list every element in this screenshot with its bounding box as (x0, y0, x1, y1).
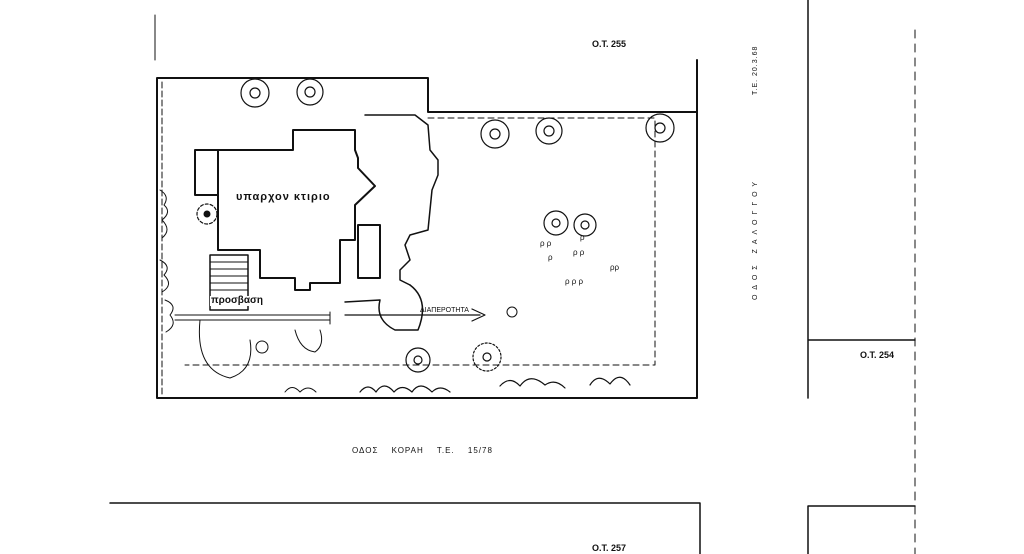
block-257-edge (109, 502, 916, 554)
svg-text:ρ ρ: ρ ρ (540, 239, 552, 248)
street-label-korai: ΟΔΟΣ ΚΟΡΑΗ Τ.Ε. 15/78 (352, 446, 493, 455)
plant-marks: ρ ρρ ρ ρ ρ ρρρ ρρ (540, 233, 620, 286)
trees (240, 78, 675, 373)
svg-text:ρ ρ ρ: ρ ρ ρ (565, 277, 584, 286)
permeability-label: ΔΙΑΠΕΡΟΤΗΤΑ (420, 307, 469, 314)
block-label-254: Ο.Τ. 254 (860, 350, 895, 360)
building-east-wing (364, 114, 439, 286)
building-wing-right (357, 224, 381, 279)
street-label-zaloggou: ΟΔΟΣ ΖΑΛΟΓΓΟΥ (752, 176, 759, 300)
block-label-257: Ο.Τ. 257 (592, 543, 627, 553)
existing-building-outline (217, 129, 376, 291)
svg-text:ρρ: ρρ (610, 263, 620, 272)
block-254-edge (807, 0, 916, 399)
entrance-path (174, 311, 331, 325)
garden-dashed-edge (184, 117, 656, 366)
svg-text:ρ: ρ (548, 253, 553, 262)
plot-boundary (156, 59, 698, 399)
building-wing-left (194, 149, 219, 196)
block-label-255: Ο.Τ. 255 (592, 39, 627, 49)
street-label-zaloggou-ref: Τ.Ε. 20.3.68 (752, 45, 759, 95)
svg-text:ρ ρ: ρ ρ (573, 248, 585, 257)
entrance-label: προσβαση (210, 295, 264, 306)
svg-text:ρ: ρ (580, 233, 585, 242)
shrubs-left (159, 189, 174, 333)
permeability-arrow (344, 308, 486, 322)
shrubs-bottom (359, 376, 631, 393)
entrance-stairs (209, 254, 249, 311)
terrace-curve (344, 284, 424, 331)
existing-building-label: υπαρχον κτιριο (236, 191, 331, 203)
